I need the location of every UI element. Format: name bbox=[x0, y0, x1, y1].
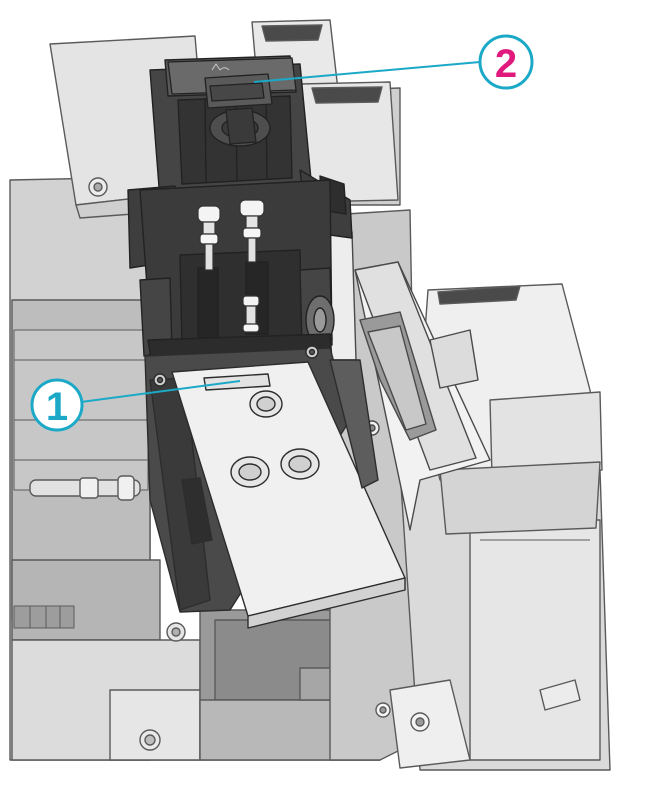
callout-2-leader bbox=[253, 61, 481, 83]
callout-1-leader bbox=[80, 380, 241, 403]
ink-nozzles bbox=[197, 199, 265, 333]
callout-1-number: 1 bbox=[46, 385, 68, 429]
callout-2-ring bbox=[478, 34, 534, 90]
callout-2-number: 2 bbox=[495, 42, 517, 86]
callout-1-ring bbox=[30, 378, 84, 432]
callout-1: 1 bbox=[30, 378, 241, 432]
callout-2: 2 bbox=[253, 34, 534, 90]
